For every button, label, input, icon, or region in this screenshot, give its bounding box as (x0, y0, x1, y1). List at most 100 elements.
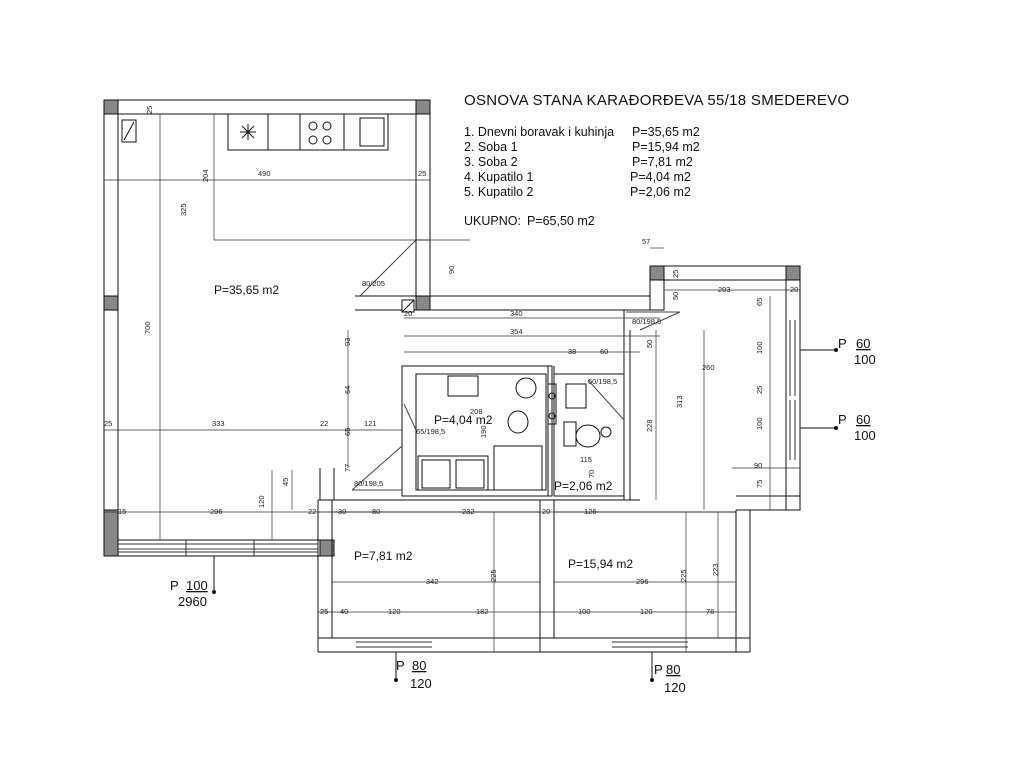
dim-text: 50 (645, 340, 654, 348)
dim-text: 90 (447, 266, 456, 274)
dim-text: 340 (510, 309, 523, 318)
room-label-soba1: P=15,94 m2 (568, 557, 633, 571)
room-row: 4. Kupatilo 1 P=4,04 m2 (464, 170, 884, 185)
window-bottom: 120 (664, 680, 686, 695)
room-name: 5. Kupatilo 2 (464, 185, 534, 199)
window-bottom: 100 (854, 428, 876, 443)
callout-dot (212, 590, 216, 594)
dim-text: 25 (755, 386, 764, 394)
dim-text: 126 (584, 507, 597, 516)
room-area: P=35,65 m2 (632, 125, 700, 139)
dim-text: 22 (320, 419, 328, 428)
total-value: P=65,50 m2 (526, 214, 595, 228)
window-top: 100 (186, 578, 208, 593)
dim-text: 232 (462, 507, 475, 516)
dim-text: 490 (258, 169, 271, 178)
room-area: P=4,04 m2 (630, 170, 691, 184)
dim-text: 120 (640, 607, 653, 616)
dim-text: 333 (212, 419, 225, 428)
dim-text: 325 (179, 203, 188, 216)
dim-text: 100 (755, 417, 764, 430)
window-bottom: 2960 (178, 594, 207, 609)
window-label: P 100 2960 (170, 578, 208, 609)
dim-text: 296 (636, 577, 649, 586)
room-label-bath2: P=2,06 m2 (554, 479, 613, 493)
room-name: 3. Soba 2 (464, 155, 518, 169)
door-label: 80/205 (362, 279, 385, 288)
door-swings (351, 239, 681, 491)
dim-text: 223 (711, 563, 720, 576)
dim-text: 25 (671, 270, 680, 278)
dim-text: 120 (388, 607, 401, 616)
dim-text: 77 (343, 464, 352, 472)
dim-text: 25 (320, 607, 328, 616)
room-name: 4. Kupatilo 1 (464, 170, 534, 184)
room-label-bath1: P=4,04 m2 (434, 413, 493, 427)
dim-text: 30 (338, 507, 346, 516)
total-area: UKUPNO: P=65,50 m2 (464, 214, 884, 228)
dim-text: 20 (542, 507, 550, 516)
dim-text: 115 (580, 455, 592, 464)
dim-text: 93 (343, 338, 352, 346)
windows (118, 320, 796, 648)
window-p: P (838, 412, 847, 427)
dim-text: 225 (679, 569, 688, 582)
room-label-soba2: P=7,81 m2 (354, 549, 413, 563)
dim-text: 65 (755, 298, 764, 306)
room-name: 2. Soba 1 (464, 140, 518, 154)
dim-text: 25 (145, 106, 154, 114)
dim-text: 38 (568, 347, 576, 356)
dim-text: 25 (418, 169, 426, 178)
window-label: P 60 100 (838, 336, 876, 367)
dim-text: 40 (340, 607, 348, 616)
dim-text: 260 (702, 363, 715, 372)
dim-text: 76 (706, 607, 714, 616)
dim-text: 25 (104, 419, 112, 428)
room-name: 1. Dnevni boravak i kuhinja (464, 125, 615, 139)
window-p: P (838, 336, 847, 351)
window-top: 60 (856, 336, 870, 351)
dim-text: 700 (143, 321, 152, 334)
window-p: P (170, 578, 179, 593)
dim-text: 342 (426, 577, 439, 586)
dim-text: 100 (755, 341, 764, 354)
room-list: 1. Dnevni boravak i kuhinja P=35,65 m2 2.… (464, 125, 884, 200)
dim-text: 354 (510, 327, 523, 336)
total-label: UKUPNO: (464, 214, 521, 228)
dim-text: 60 (600, 347, 608, 356)
dim-text: 45 (281, 478, 290, 486)
dim-text: 228 (645, 419, 654, 432)
window-top: 80 (666, 662, 680, 677)
legend: OSNOVA STANA KARAĐORĐEVA 55/18 SMEDEREVO… (464, 92, 884, 228)
right-walls (317, 265, 801, 653)
callout-dot (394, 678, 398, 682)
room-row: 1. Dnevni boravak i kuhinja P=35,65 m2 (464, 125, 884, 140)
dim-text: 120 (257, 495, 266, 508)
room-area: P=7,81 m2 (632, 155, 693, 169)
window-bottom: 100 (854, 352, 876, 367)
room-area: P=15,94 m2 (632, 140, 700, 154)
dim-text: 121 (364, 419, 377, 428)
window-top: 80 (412, 658, 426, 673)
dim-text: 190 (479, 425, 488, 438)
dim-text: 100 (578, 607, 591, 616)
callout-dot (834, 426, 838, 430)
plan-title: OSNOVA STANA KARAĐORĐEVA 55/18 SMEDEREVO (464, 92, 850, 109)
window-label: P 60 100 (838, 412, 876, 443)
dim-text: 208 (470, 407, 483, 416)
dimension-lines (104, 114, 800, 652)
dim-text: 70 (587, 470, 596, 478)
dim-text: 65 (343, 428, 352, 436)
kitchen-counter (121, 113, 389, 151)
window-top: 60 (856, 412, 870, 427)
dim-text: 20 (404, 309, 412, 318)
window-label: P 80 120 (654, 662, 686, 695)
door-label: 80/198,5 (632, 317, 661, 326)
door-label: 80/198,5 (354, 479, 383, 488)
dimension-texts: 25 204 490 25 325 90 700 340 354 20 57 2… (104, 106, 798, 616)
callout-dot (650, 678, 654, 682)
door-label: 65/198,5 (416, 427, 445, 436)
dim-text: 203 (718, 285, 731, 294)
